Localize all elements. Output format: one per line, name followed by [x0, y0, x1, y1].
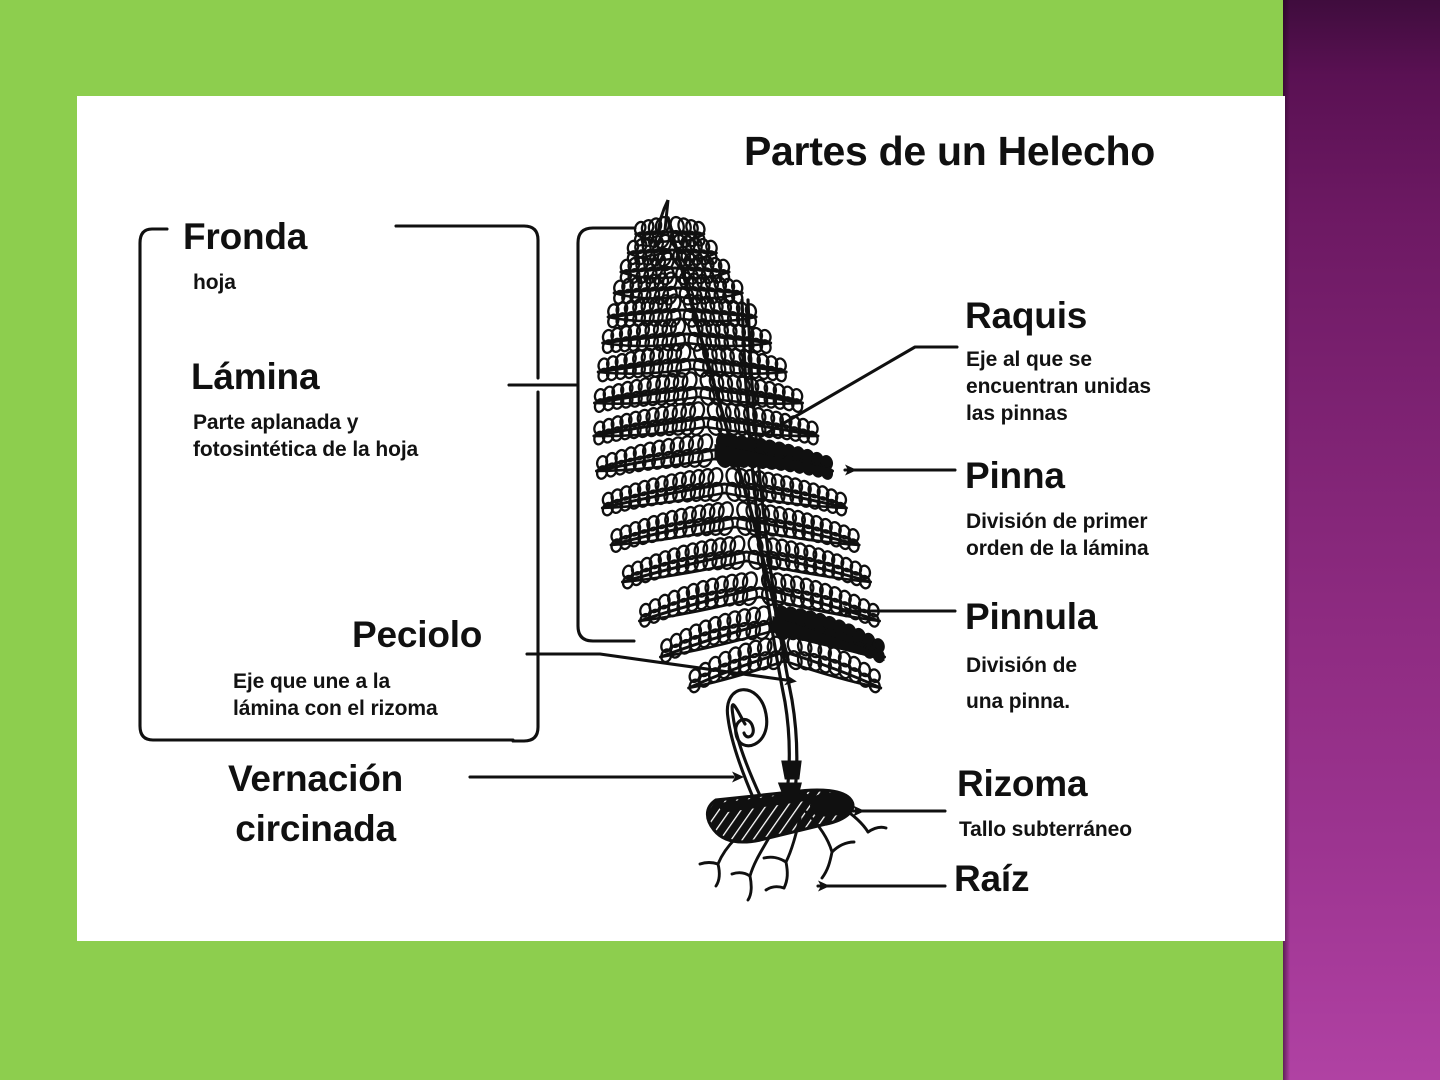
- definition-peciolo: Eje que une a la lámina con el rizoma: [233, 670, 438, 720]
- label-peciolo: Peciolo: [352, 614, 483, 655]
- bracket-lamina-group: [394, 224, 578, 743]
- label-fronda: Fronda: [183, 216, 308, 257]
- label-pinna: Pinna: [965, 455, 1065, 496]
- definition-raquis: Eje al que se encuentran unidas las pinn…: [966, 348, 1152, 425]
- page-title: Partes de un Helecho: [744, 128, 1155, 174]
- bracket-fronda: [138, 227, 515, 742]
- definition-rizoma: Tallo subterráneo: [959, 818, 1132, 841]
- leader-peciolo: [525, 652, 797, 686]
- purple-band-shadow: [1283, 0, 1290, 1080]
- fern-apex: [656, 199, 670, 235]
- label-raiz: Raíz: [954, 858, 1030, 899]
- fern-pinnae: [592, 215, 886, 694]
- definition-fronda: hoja: [193, 271, 236, 294]
- definition-pinnula: División de una pinna.: [966, 654, 1077, 713]
- bracket-lamina-inner: [576, 226, 637, 643]
- fern-stipe-base: [777, 760, 802, 802]
- label-raquis: Raquis: [965, 295, 1088, 336]
- label-lamina: Lámina: [191, 356, 320, 397]
- purple-gradient-band: [1283, 0, 1440, 1080]
- white-content-card: [77, 96, 1285, 941]
- fern-rhizome: [705, 788, 855, 844]
- definition-pinna: División de primer orden de la lámina: [966, 510, 1149, 560]
- label-pinnula: Pinnula: [965, 596, 1098, 637]
- fern-roots: [698, 804, 888, 902]
- leader-raquis: [758, 345, 959, 439]
- label-rizoma: Rizoma: [957, 763, 1088, 804]
- definition-lamina: Parte aplanada y fotosintética de la hoj…: [193, 411, 419, 461]
- fern-fiddlehead: [725, 688, 769, 804]
- fern-illustration: [592, 199, 888, 902]
- label-vernacion-circinada: Vernación circinada: [228, 758, 404, 849]
